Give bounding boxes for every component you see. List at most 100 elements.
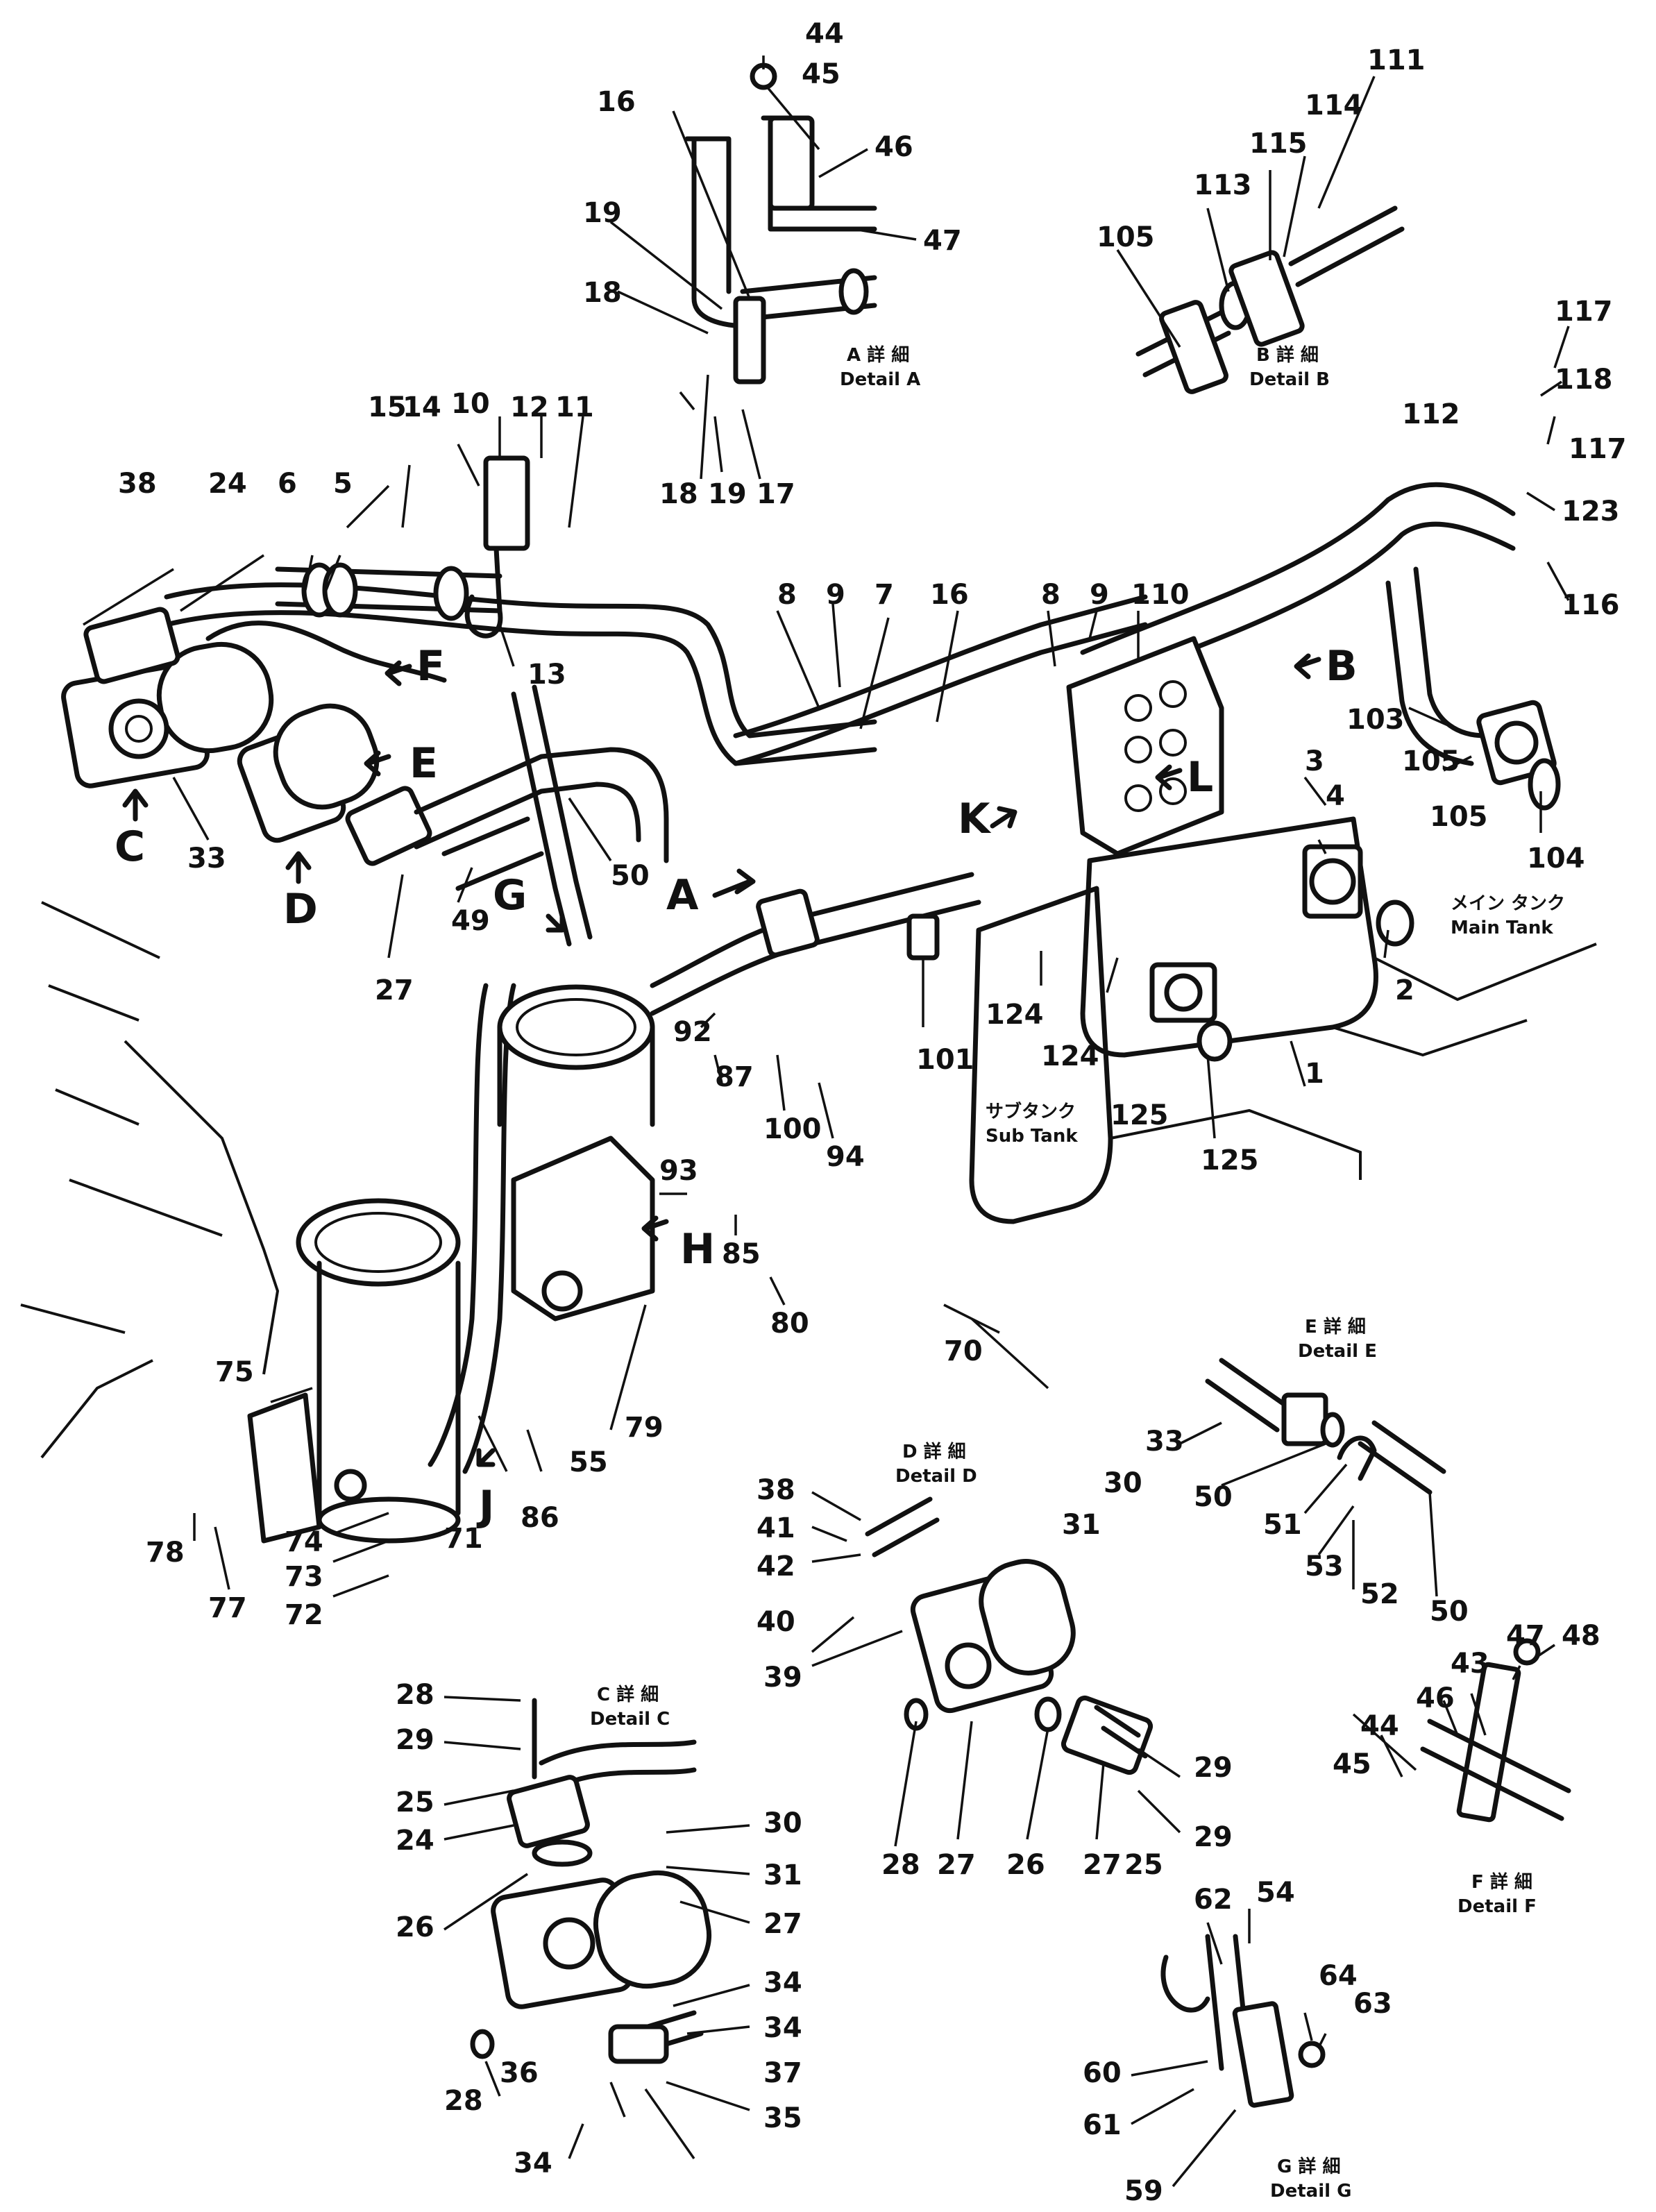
- part-label: 19: [708, 478, 747, 510]
- pipe-55: [428, 983, 489, 1467]
- detail-e-caption-ja: E 詳 細: [1305, 1316, 1366, 1337]
- part-label: 87: [715, 1061, 754, 1093]
- part-label: 11: [555, 391, 594, 423]
- detail-d: [865, 1496, 1154, 1775]
- detail-e: [1205, 1358, 1446, 1495]
- part-label: 125: [1110, 1099, 1169, 1131]
- part-label: 46: [1416, 1682, 1455, 1714]
- part-label: 24: [396, 1825, 434, 1857]
- part-label: 1: [1305, 1058, 1324, 1090]
- part-label: 2: [1395, 974, 1414, 1006]
- part-label: 101: [916, 1044, 974, 1076]
- part-label: 117: [1569, 433, 1627, 465]
- detail-b-caption-ja: B 詳 細: [1256, 344, 1319, 366]
- part-label: 49: [451, 905, 490, 937]
- part-label: 25: [1124, 1849, 1163, 1881]
- bracket-74: [247, 1392, 322, 1544]
- part-label: 116: [1562, 589, 1620, 621]
- part-label: 17: [757, 478, 795, 510]
- hose-50: [441, 816, 544, 891]
- part-label: 44: [1360, 1710, 1399, 1742]
- part-label: 75: [215, 1356, 254, 1388]
- part-label: 41: [757, 1512, 795, 1544]
- part-label: 50: [1430, 1596, 1469, 1628]
- part-label: 93: [659, 1155, 698, 1187]
- view-letter-j: J: [476, 1482, 494, 1530]
- part-label: 64: [1319, 1960, 1358, 1992]
- plate-20: [768, 115, 815, 211]
- part-label: 73: [285, 1561, 323, 1593]
- part-label: 111: [1367, 44, 1426, 76]
- part-label: 43: [1451, 1648, 1489, 1680]
- part-label: 37: [763, 2057, 802, 2089]
- part-label: 114: [1305, 90, 1363, 121]
- part-label: 46: [875, 131, 913, 163]
- part-label: 100: [763, 1113, 822, 1145]
- part-label: 28: [444, 2085, 483, 2117]
- part-label: 27: [1083, 1849, 1122, 1881]
- detail-a-caption-ja: A 詳 細: [847, 344, 909, 366]
- part-label: 60: [1083, 2057, 1122, 2089]
- part-label: 4: [1326, 780, 1345, 812]
- part-label: 12: [510, 391, 549, 423]
- pipe-110: [1080, 482, 1516, 655]
- detail-d-caption-ja: D 詳 細: [902, 1441, 966, 1462]
- detail-b-caption-en: Detail B: [1249, 369, 1330, 390]
- part-label: 55: [569, 1446, 608, 1478]
- detail-c: [470, 1698, 712, 2064]
- part-label: 47: [923, 225, 962, 257]
- part-label: 70: [944, 1335, 983, 1367]
- detail-b: [1135, 205, 1405, 394]
- part-label: 124: [986, 999, 1044, 1031]
- pump-assembly-left: [61, 607, 432, 866]
- part-label: 40: [757, 1606, 795, 1638]
- part-label: 85: [722, 1238, 761, 1270]
- part-label: 36: [500, 2057, 539, 2089]
- detail-c-caption-en: Detail C: [590, 1709, 670, 1730]
- view-letter-k: K: [958, 795, 992, 843]
- part-label: 27: [763, 1908, 802, 1940]
- tank-labels: メイン タンク Main Tank サブタンク Sub Tank: [986, 893, 1565, 1147]
- part-label: 45: [802, 58, 840, 90]
- detail-e-caption-en: Detail E: [1298, 1341, 1377, 1362]
- part-label: 26: [1006, 1849, 1045, 1881]
- view-letter-e: E: [409, 739, 438, 788]
- part-label: 79: [625, 1412, 664, 1444]
- part-label: 105: [1097, 221, 1155, 253]
- part-label: 35: [763, 2102, 802, 2134]
- part-label: 53: [1305, 1551, 1344, 1582]
- bracket-10: [483, 455, 530, 551]
- main-assembly: [20, 455, 1597, 1544]
- part-label: 30: [763, 1807, 802, 1839]
- view-letter-h: H: [680, 1225, 715, 1274]
- detail-g-caption-ja: G 詳 細: [1277, 2156, 1340, 2177]
- part-label: 6: [278, 468, 297, 500]
- part-label: 42: [757, 1551, 795, 1582]
- part-label: 72: [285, 1599, 323, 1631]
- part-label: 38: [757, 1474, 795, 1506]
- part-label: 30: [1104, 1467, 1142, 1499]
- part-label: 10: [451, 388, 490, 420]
- part-label: 51: [1263, 1509, 1302, 1541]
- part-label: 14: [403, 391, 441, 423]
- part-label: 15: [368, 391, 407, 423]
- main-tank-label-ja: メイン タンク: [1451, 893, 1565, 914]
- part-label: 31: [1062, 1509, 1101, 1541]
- detail-g: [1160, 1934, 1326, 2108]
- part-label: 63: [1353, 1988, 1392, 2020]
- part-label: 28: [881, 1849, 920, 1881]
- part-label: 45: [1333, 1748, 1371, 1780]
- part-label: 115: [1249, 128, 1308, 160]
- pipe-100: [1413, 566, 1488, 738]
- part-label: 13: [527, 659, 566, 691]
- control-valve: [1066, 636, 1224, 856]
- part-label: 105: [1402, 745, 1460, 777]
- part-label: 9: [1090, 579, 1109, 611]
- part-label: 113: [1194, 169, 1252, 201]
- detail-f-caption-ja: F 詳 細: [1471, 1871, 1532, 1893]
- sub-tank-label-en: Sub Tank: [986, 1126, 1078, 1147]
- part-label: 33: [1145, 1426, 1184, 1458]
- part-label: 7: [875, 579, 894, 611]
- view-letter-b: B: [1326, 642, 1358, 691]
